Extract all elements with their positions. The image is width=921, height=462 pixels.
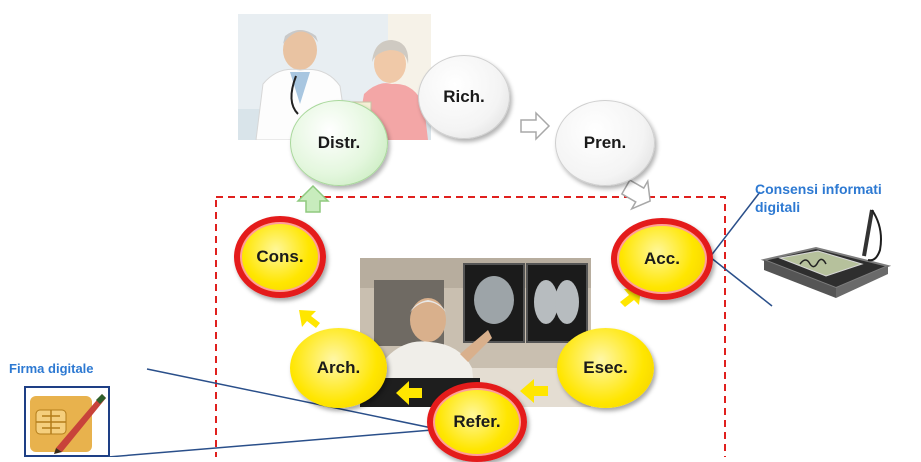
node-rich: Rich. (418, 55, 510, 139)
arrow-refer-arch (396, 381, 422, 405)
connector-consensi-top (709, 191, 761, 258)
connector-firma-bottom (107, 429, 433, 457)
process-boundary (215, 196, 726, 457)
node-arch: Arch. (290, 328, 387, 408)
arrow-arch-cons (299, 310, 320, 328)
smart-card-pen-icon (24, 386, 110, 457)
arrow-rich-pren (520, 111, 551, 141)
node-refer: Refer. (427, 382, 527, 462)
node-esec: Esec. (557, 328, 654, 408)
arrow-cons-distr (296, 184, 330, 213)
node-cons: Cons. (234, 216, 326, 298)
node-distr: Distr. (290, 100, 388, 186)
signature-pad-icon (756, 208, 892, 312)
label-consensi-informati-digitali: Consensi informati digitali (755, 181, 882, 215)
node-acc: Acc. (611, 218, 713, 300)
node-pren: Pren. (555, 100, 655, 186)
arrow-esec-refer (520, 379, 548, 403)
arrow-pren-acc (620, 178, 651, 211)
connector-firma-top (146, 368, 433, 429)
label-firma-digitale: Firma digitale (9, 361, 94, 376)
connector-consensi-bottom (709, 256, 773, 307)
